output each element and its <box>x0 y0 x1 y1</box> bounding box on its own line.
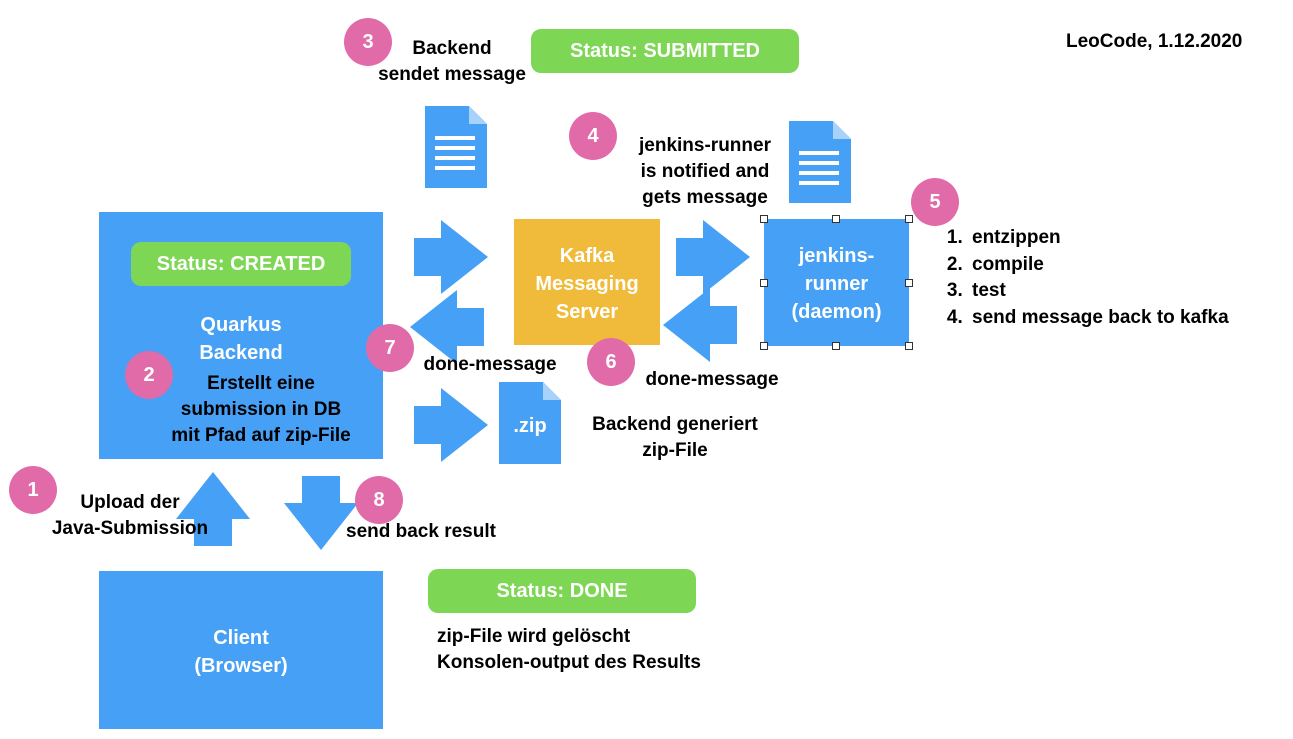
list-item: compile <box>968 252 1229 279</box>
kafka-server-label: Kafka Messaging Server <box>535 245 639 323</box>
selection-handle[interactable] <box>760 215 768 223</box>
selection-handle[interactable] <box>760 279 768 287</box>
step7-label: done-message <box>423 354 557 375</box>
jenkins-runner-box[interactable] <box>764 219 909 346</box>
status-submitted-badge: Status: SUBMITTED <box>531 29 799 73</box>
step1-label: Upload der Java-Submission <box>51 492 209 539</box>
arrow-right-icon <box>414 220 488 294</box>
arrow-right-icon <box>676 220 750 294</box>
status-done-badge: Status: DONE <box>428 569 696 613</box>
status-created-badge: Status: CREATED <box>131 242 351 286</box>
step-badge: 3 <box>344 18 392 66</box>
list-item: entzippen <box>968 225 1229 252</box>
selection-handle[interactable] <box>832 215 840 223</box>
quarkus-backend-label: Quarkus Backend <box>199 314 283 364</box>
jenkins-runner-label: jenkins- runner (daemon) <box>791 245 882 323</box>
step-badge: 1 <box>9 466 57 514</box>
step2-label: Erstellt eine submission in DB mit Pfad … <box>171 373 351 446</box>
step6-label: done-message <box>645 369 779 390</box>
arrow-left-icon <box>410 290 484 364</box>
selection-handle[interactable] <box>905 342 913 350</box>
step-badge: 8 <box>355 476 403 524</box>
done-notes-label: zip-File wird gelöscht Konsolen-output d… <box>437 626 701 673</box>
step3-label: Backend sendet message <box>378 38 526 85</box>
zip-file-label: .zip <box>513 415 547 437</box>
step8-label: send back result <box>346 521 496 542</box>
arrow-down-icon <box>284 476 358 550</box>
step4-label: jenkins-runner is notified and gets mess… <box>639 135 771 208</box>
arrow-right-icon <box>414 388 488 462</box>
arrow-left-icon <box>663 288 737 362</box>
step-badge: 2 <box>125 351 173 399</box>
list-item: test <box>968 278 1229 305</box>
step-badge: 6 <box>587 338 635 386</box>
selection-handle[interactable] <box>760 342 768 350</box>
step-badge: 4 <box>569 112 617 160</box>
kafka-server-box <box>514 219 660 345</box>
selection-handle[interactable] <box>905 215 913 223</box>
document-icon <box>789 121 851 203</box>
zip-file-icon <box>499 382 561 464</box>
list-item: send message back to kafka <box>968 305 1229 332</box>
selection-handle[interactable] <box>905 279 913 287</box>
client-browser-label: Client (Browser) <box>194 627 288 677</box>
arrow-up-icon <box>176 472 250 546</box>
author-date-label: LeoCode, 1.12.2020 <box>1066 31 1243 52</box>
document-icon <box>425 106 487 188</box>
zip-generated-label: Backend generiert zip-File <box>592 414 758 461</box>
selection-handle[interactable] <box>832 342 840 350</box>
step-badge: 7 <box>366 324 414 372</box>
client-browser-box <box>99 571 383 729</box>
step-badge: 5 <box>911 178 959 226</box>
jenkins-steps-list: entzippen compile test send message back… <box>936 225 1229 331</box>
